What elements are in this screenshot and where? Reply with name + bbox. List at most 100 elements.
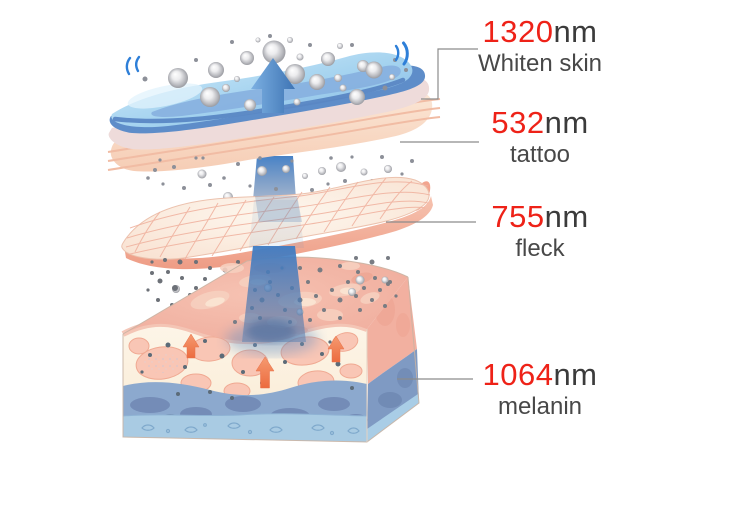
surface-particles-group (168, 37, 395, 111)
particle (293, 98, 301, 106)
particle (208, 62, 224, 78)
wavelength-unit: nm (553, 14, 598, 49)
particle (194, 260, 198, 264)
particle (283, 360, 287, 364)
particle (338, 264, 342, 268)
front-face-cream (123, 323, 367, 442)
wavelength-532nm: 532nm (458, 104, 622, 141)
surface-highlight (127, 83, 203, 109)
particle (336, 162, 346, 172)
particle (362, 286, 366, 290)
particle (382, 85, 388, 91)
particle (360, 168, 368, 176)
particle (163, 258, 167, 262)
particle (157, 278, 163, 284)
wavelength-number: 1064 (482, 357, 554, 392)
particle (158, 158, 162, 162)
particle (334, 74, 342, 82)
particle (236, 162, 240, 166)
particle (240, 51, 254, 65)
particle (384, 165, 392, 173)
particle (302, 173, 308, 179)
label-1320nm: 1320nm Whiten skin (458, 13, 622, 78)
particle (258, 156, 262, 160)
wavelength-number: 755 (491, 199, 545, 234)
particle (165, 342, 171, 348)
particle (172, 285, 178, 291)
particle (350, 155, 354, 159)
particle (350, 43, 354, 47)
particle (348, 288, 356, 296)
wavelength-description: tattoo (509, 141, 571, 168)
particle (296, 53, 304, 61)
particle (354, 294, 358, 298)
wavelength-number: 532 (491, 105, 545, 140)
mesh-layer-surface (121, 176, 430, 260)
particle (321, 52, 335, 66)
particle (404, 68, 408, 72)
particle (230, 40, 234, 44)
particle (322, 308, 326, 312)
particle (328, 340, 332, 344)
particle (330, 288, 334, 292)
particle (140, 370, 144, 374)
vibration-marks-icon (125, 41, 409, 76)
particle (400, 172, 404, 176)
particle (308, 43, 312, 47)
wavelength-unit: nm (544, 105, 589, 140)
particle (282, 165, 290, 173)
wavelength-1320nm: 1320nm (458, 13, 622, 50)
particle (355, 275, 365, 285)
particle (241, 370, 245, 374)
particle (208, 266, 212, 270)
laser-up-arrow-icon (251, 58, 295, 113)
particle (337, 43, 343, 49)
connector-lines (386, 48, 479, 380)
laser-beam-fade-tail (255, 196, 302, 222)
particle (381, 276, 389, 284)
particle (142, 76, 148, 82)
particle (306, 280, 310, 284)
particle (349, 89, 365, 105)
particle (148, 353, 152, 357)
particle (346, 280, 350, 284)
particle (314, 294, 318, 298)
particle (383, 304, 387, 308)
particle (337, 297, 343, 303)
particle (200, 87, 220, 107)
particle (176, 392, 180, 396)
particle (166, 270, 170, 274)
particle (194, 58, 198, 62)
connector-1320nm (421, 48, 478, 100)
beam-shadow-through-mesh (249, 200, 304, 248)
wavelength-unit: nm (553, 357, 598, 392)
particle (233, 320, 237, 324)
particle (182, 186, 186, 190)
particle (370, 298, 374, 302)
particle (386, 256, 390, 260)
particle (203, 339, 207, 343)
particle (234, 76, 240, 82)
wavelength-unit: nm (544, 199, 589, 234)
wavelength-1064nm: 1064nm (458, 356, 622, 393)
particle (290, 159, 294, 163)
particle (380, 155, 384, 159)
particle (255, 37, 261, 43)
particle (203, 277, 207, 281)
side-pink-blob (396, 313, 410, 337)
laser-beam-lower (226, 246, 318, 355)
particle (194, 286, 198, 290)
side-blue-blob (378, 392, 402, 408)
particle (298, 266, 302, 270)
particle (343, 179, 347, 183)
wavelength-description: Whiten skin (477, 50, 603, 77)
particle (335, 361, 341, 367)
particle (354, 256, 358, 260)
particle (208, 390, 212, 394)
particle (338, 316, 342, 320)
particle (236, 260, 240, 264)
particle (394, 294, 398, 298)
particle (150, 271, 154, 275)
particle (388, 280, 392, 284)
